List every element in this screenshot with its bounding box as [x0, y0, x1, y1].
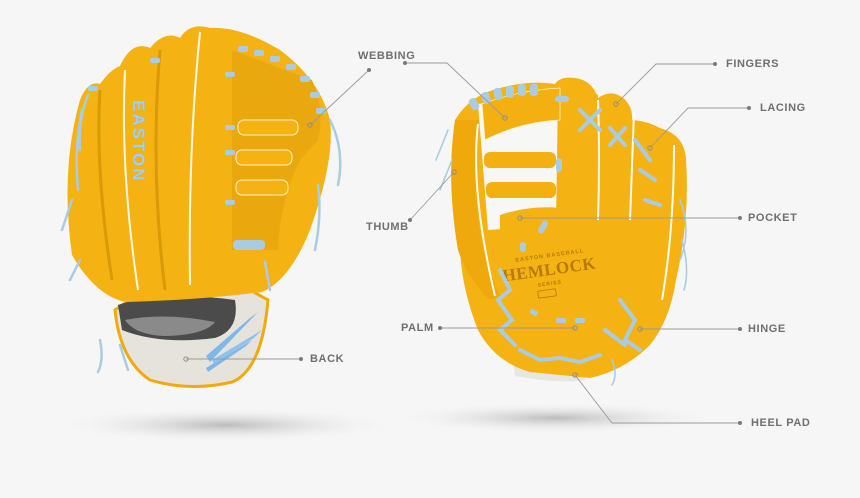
label-lacing: LACING	[760, 102, 806, 114]
label-thumb: THUMB	[366, 221, 409, 233]
svg-text:SERIES: SERIES	[537, 279, 562, 288]
label-hinge: HINGE	[748, 323, 786, 335]
label-pocket: POCKET	[748, 212, 798, 224]
label-heel-pad: HEEL PAD	[751, 417, 811, 429]
easton-logo-icon	[206, 312, 262, 372]
label-palm: PALM	[401, 322, 434, 334]
easton-brand-text: EASTON	[129, 100, 148, 183]
label-webbing: WEBBING	[358, 50, 416, 62]
label-back: BACK	[310, 353, 345, 365]
label-fingers: FINGERS	[726, 58, 780, 70]
